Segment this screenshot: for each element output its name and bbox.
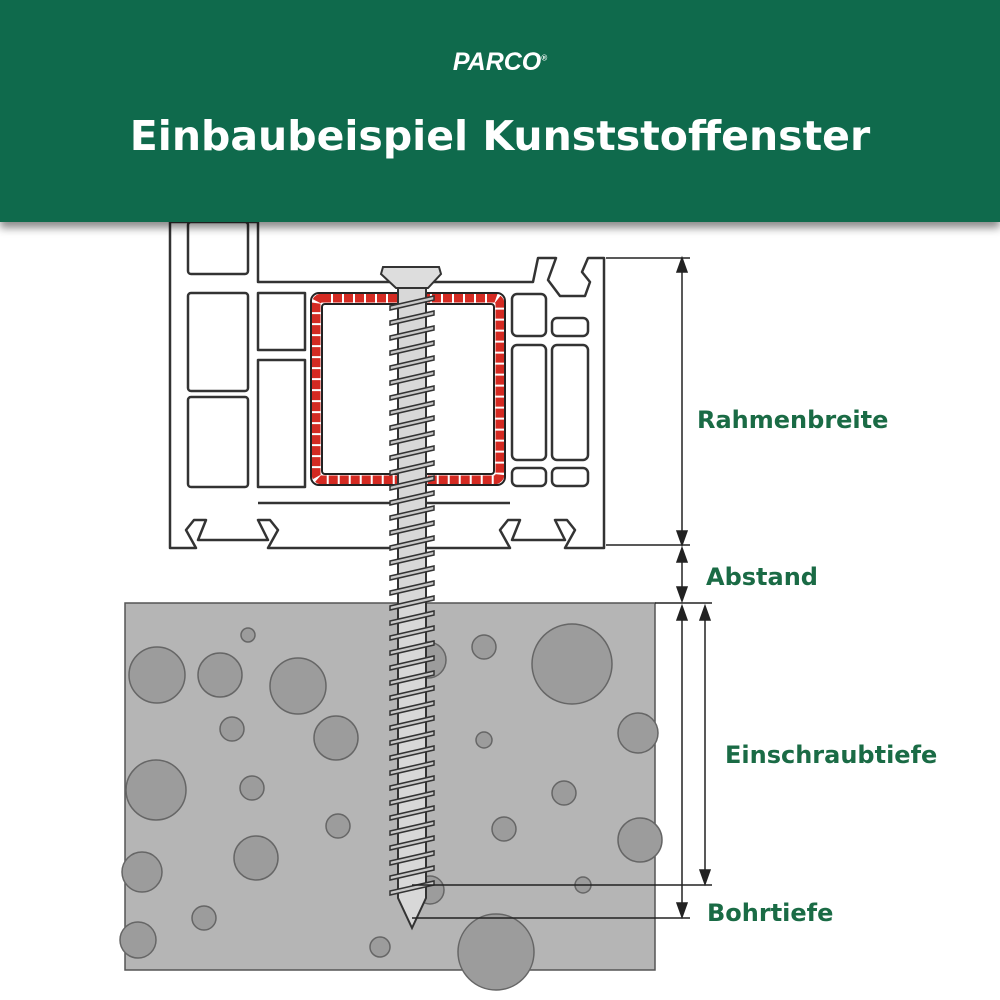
screw-thread — [389, 565, 435, 581]
profile-chamber — [186, 291, 250, 393]
arrow-head — [675, 545, 689, 563]
parco-logo: PARCO® — [0, 48, 1000, 77]
aggregate-stone — [471, 634, 497, 660]
label-einschraubtiefe: Einschraubtiefe — [725, 741, 938, 769]
arrow-head — [698, 869, 712, 887]
profile-chamber — [186, 220, 250, 276]
profile-chamber — [256, 291, 307, 352]
arrow-head — [675, 255, 689, 273]
aggregate-stone — [239, 775, 265, 801]
screw-threads — [389, 295, 435, 896]
screw-thread — [389, 415, 435, 431]
screw-thread — [389, 610, 435, 626]
label-bohrtiefe: Bohrtiefe — [707, 899, 834, 927]
aggregate-stone — [269, 657, 327, 715]
screw-thread — [389, 745, 435, 761]
screw-thread — [389, 325, 435, 341]
screw-thread — [389, 805, 435, 821]
screw-thread — [389, 835, 435, 851]
screw-thread — [389, 460, 435, 476]
screw-thread — [389, 520, 435, 536]
profile-chamber — [510, 343, 548, 462]
screw-thread — [389, 385, 435, 401]
aggregate-stone — [197, 652, 243, 698]
arrow-head — [698, 603, 712, 621]
screw-thread — [389, 430, 435, 446]
aggregate-stone — [313, 715, 359, 761]
arrow-head — [675, 603, 689, 621]
aggregate-stone — [233, 835, 279, 881]
screw-thread — [389, 700, 435, 716]
label-abstand: Abstand — [706, 563, 818, 591]
screw-thread — [389, 685, 435, 701]
aggregate-stone — [457, 913, 535, 991]
logo-text: PARCO — [452, 48, 542, 76]
aggregate-stone — [491, 816, 517, 842]
screw-thread — [389, 850, 435, 866]
screw-thread — [389, 295, 435, 311]
profile-chamber — [510, 466, 548, 488]
aggregate-stone — [125, 759, 187, 821]
screw-thread — [389, 370, 435, 386]
screw-head — [379, 266, 443, 289]
screw-thread — [389, 625, 435, 641]
dimension-lines — [412, 255, 712, 920]
aggregate-stone — [617, 817, 663, 863]
screw-thread — [389, 310, 435, 326]
aggregate-stone — [325, 813, 351, 839]
aggregate-stone — [121, 851, 163, 893]
screw-thread — [389, 355, 435, 371]
screw-thread — [389, 505, 435, 521]
profile-chamber — [550, 343, 590, 462]
screw-thread — [389, 400, 435, 416]
profile-chamber — [550, 316, 590, 338]
screw-thread — [389, 640, 435, 656]
aggregate-stone — [531, 623, 613, 705]
screw-thread — [389, 655, 435, 671]
label-rahmenbreite: Rahmenbreite — [697, 406, 889, 434]
aggregate-stone — [219, 716, 245, 742]
arrow-head — [675, 530, 689, 548]
profile-chamber — [186, 395, 250, 489]
profile-chamber — [510, 292, 548, 338]
screw-thread — [389, 865, 435, 881]
screw-thread — [389, 595, 435, 611]
aggregate-stone — [128, 646, 186, 704]
screw-thread — [389, 775, 435, 791]
screw-thread — [389, 535, 435, 551]
screw-thread — [389, 715, 435, 731]
screw-thread — [389, 670, 435, 686]
screw-thread — [389, 760, 435, 776]
page-title: Einbaubeispiel Kunststoffenster — [129, 112, 871, 160]
registered-mark: ® — [541, 53, 548, 63]
aggregate-stone — [191, 905, 217, 931]
arrow-head — [675, 586, 689, 604]
screw-thread — [389, 550, 435, 566]
screw-thread — [389, 820, 435, 836]
screw-thread — [389, 445, 435, 461]
screw-thread — [389, 730, 435, 746]
header-banner: PARCO® Einbaubeispiel Kunststoffenster — [0, 0, 1000, 222]
aggregate-stone — [369, 936, 391, 958]
aggregate-stone — [240, 627, 256, 643]
aggregate-stone — [475, 731, 493, 749]
screw-thread — [389, 490, 435, 506]
profile-chamber — [256, 358, 307, 489]
aggregate-stone — [119, 921, 157, 959]
concrete-wall — [119, 602, 663, 991]
screw — [379, 266, 443, 931]
aggregate-stone — [617, 712, 659, 754]
profile-chamber — [550, 466, 590, 488]
screw-thread — [389, 580, 435, 596]
screw-thread — [389, 340, 435, 356]
screw-thread — [389, 790, 435, 806]
arrow-head — [675, 902, 689, 920]
screw-thread — [389, 475, 435, 491]
aggregate-stone — [551, 780, 577, 806]
